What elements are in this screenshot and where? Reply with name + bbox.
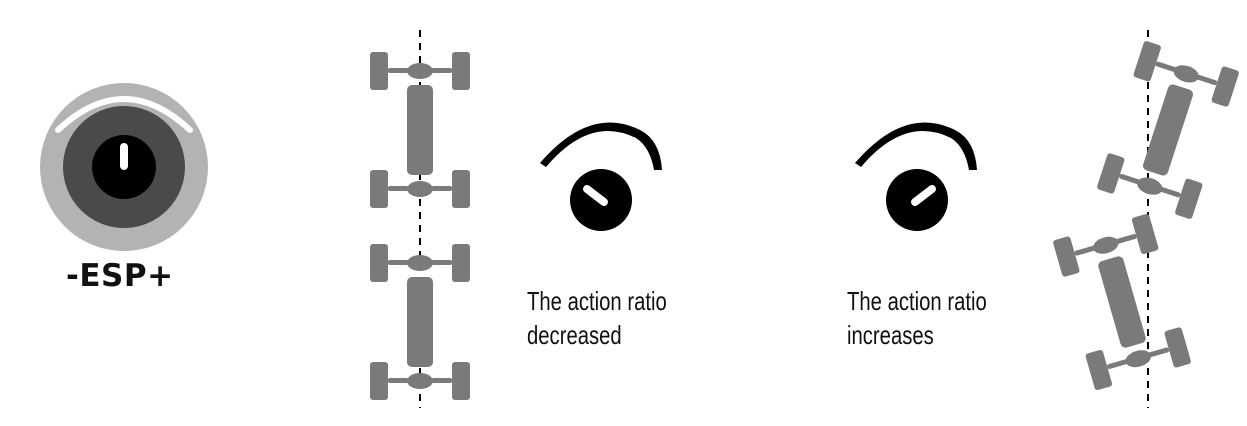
ratio-gauge-increases	[855, 122, 977, 231]
caption-line-2: decreased	[527, 320, 622, 350]
caption-decreased: The action ratio decreased	[527, 284, 667, 352]
caption-line-1: The action ratio	[847, 286, 987, 316]
caption-line-1: The action ratio	[527, 286, 667, 316]
esp-knob	[40, 83, 208, 251]
ratio-gauge-decreased	[540, 122, 662, 231]
vehicle-bottom-right	[1052, 213, 1192, 391]
vehicle-top-left	[370, 52, 470, 208]
caption-line-2: increases	[847, 320, 934, 350]
esp-label: -ESP+	[66, 258, 174, 294]
vehicle-bottom-left	[370, 244, 470, 400]
vehicle-top-right	[1096, 40, 1240, 220]
caption-increases: The action ratio increases	[847, 284, 987, 352]
